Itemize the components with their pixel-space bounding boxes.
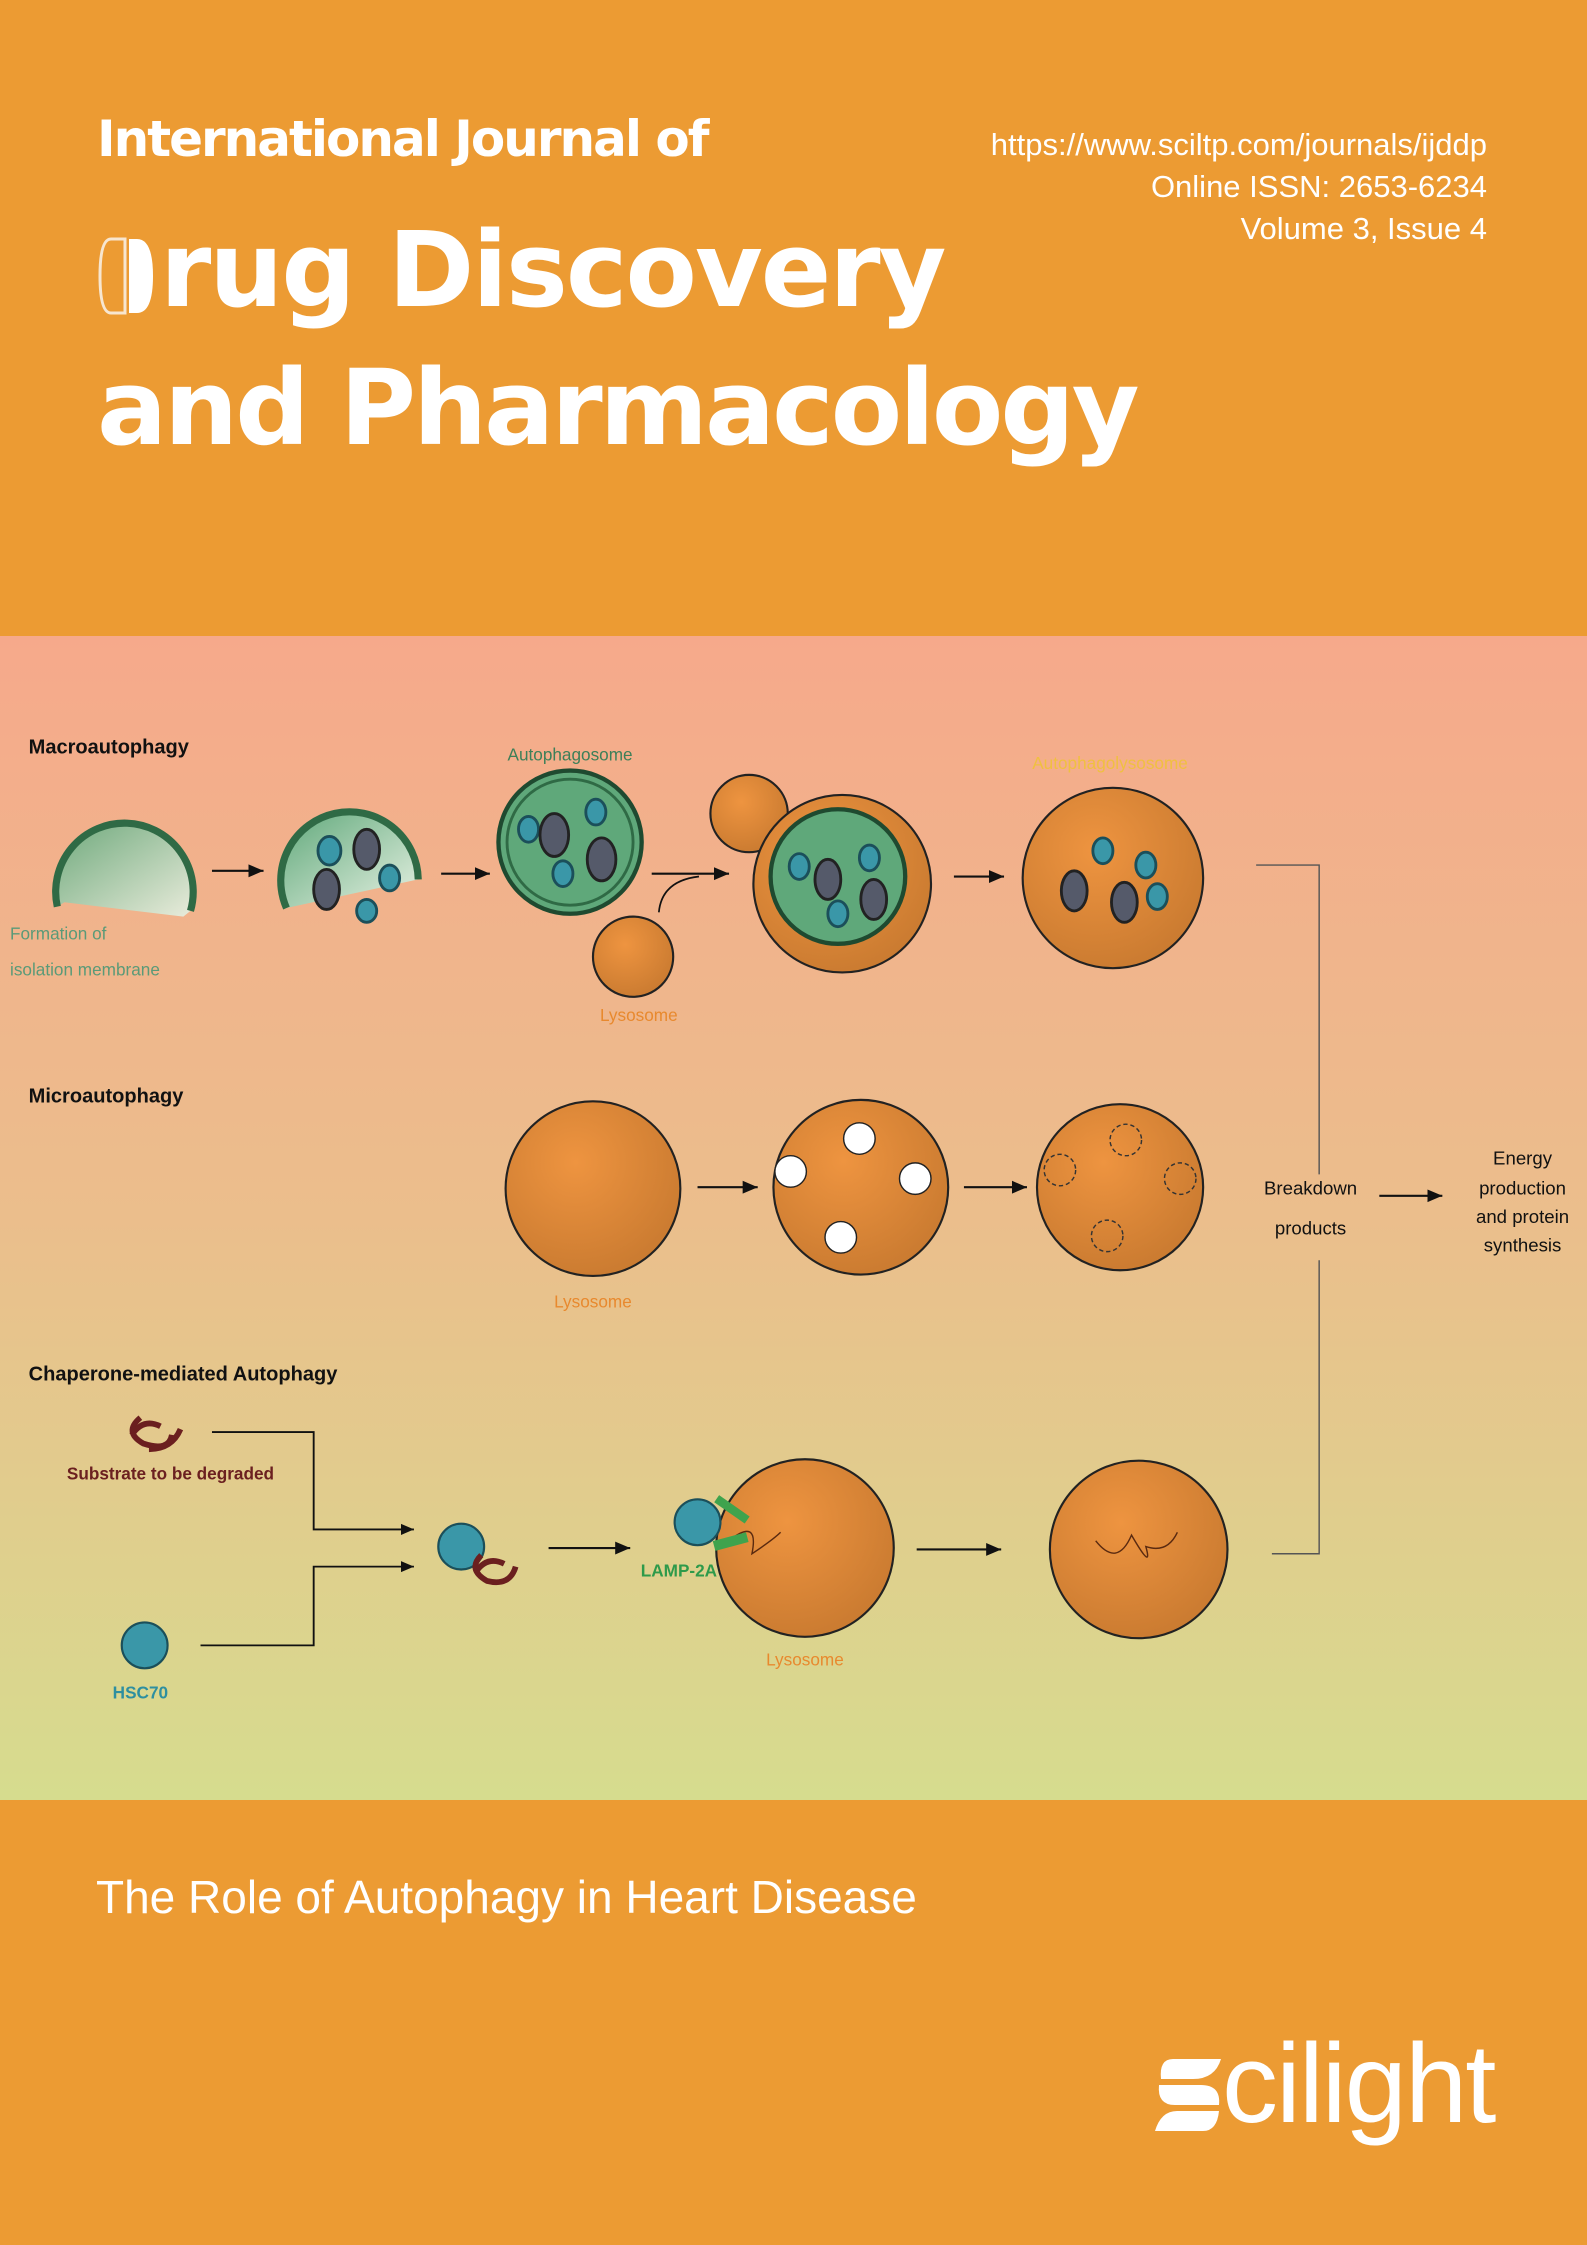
journal-title-line1: International Journal of [97, 110, 709, 168]
hsc70-icon [120, 1621, 169, 1670]
hsc70-label: HSC70 [113, 1682, 168, 1702]
journal-title-line3: and Pharmacology [97, 347, 1140, 469]
arrow [200, 1561, 414, 1647]
lamp-2a-receptor [673, 1495, 750, 1551]
lamp-2a-label: LAMP-2A [641, 1561, 717, 1581]
autophagosome-label: Autophagosome [508, 745, 633, 765]
article-title: The Role of Autophagy in Heart Disease [96, 1871, 917, 1923]
breakdown-label-1: Breakdown [1264, 1177, 1357, 1198]
cma-lysosome [715, 1458, 895, 1638]
energy-label-2: production [1479, 1177, 1566, 1198]
cma-title: Chaperone-mediated Autophagy [29, 1364, 339, 1386]
macroautophagy-title: Macroautophagy [29, 736, 190, 758]
lysosome-with-invaginations [772, 1098, 950, 1276]
formation-label-1: Formation of [10, 924, 107, 944]
substrate-protein-icon [129, 1415, 184, 1453]
autophagy-figure: Macroautophagy Formation of isolation me… [0, 636, 1587, 1800]
energy-label-3: and protein [1476, 1206, 1569, 1227]
journal-url[interactable]: https://www.sciltp.com/journals/ijddp [990, 127, 1487, 162]
microautophagy-title: Microautophagy [29, 1086, 185, 1108]
lysosome-label: Lysosome [600, 1005, 678, 1025]
cma-lysosome-label: Lysosome [766, 1649, 844, 1669]
autophagolysosome [1021, 786, 1205, 970]
substrate-label: Substrate to be degraded [67, 1463, 274, 1483]
isolation-membrane [52, 819, 197, 917]
cover-header: International Journal of rug Discovery a… [0, 0, 1587, 636]
lysosome [591, 915, 675, 998]
arrow [211, 1431, 414, 1535]
hsc70-substrate-complex [437, 1522, 519, 1586]
phagophore-engulfing [277, 808, 422, 924]
autophagolysosome-label: Autophagolysosome [1032, 753, 1188, 773]
micro-lysosome-label: Lysosome [554, 1291, 632, 1311]
journal-title-line2: rug Discovery [160, 209, 946, 331]
capsule-d-icon [98, 237, 153, 315]
journal-volume: Volume 3, Issue 4 [1240, 211, 1487, 246]
micro-lysosome [504, 1100, 682, 1278]
lysosome-degraded-vesicles [1035, 1103, 1205, 1272]
lysosome-fusion [709, 773, 933, 974]
journal-meta: https://www.sciltp.com/journals/ijddp On… [991, 124, 1487, 250]
lysosome-degrading-substrate [1048, 1459, 1229, 1640]
energy-label-4: synthesis [1484, 1235, 1562, 1256]
energy-label-1: Energy [1493, 1147, 1553, 1168]
formation-label-2: isolation membrane [10, 959, 160, 979]
bracket-line [1256, 864, 1320, 1555]
breakdown-label-2: products [1275, 1217, 1346, 1238]
journal-issn: Online ISSN: 2653-6234 [1150, 169, 1487, 204]
autophagosome [496, 768, 644, 916]
scilight-logo-mark [1155, 2059, 1221, 2131]
merge-arrow [658, 875, 700, 913]
publisher-logo: cilight [1222, 2021, 1496, 2146]
